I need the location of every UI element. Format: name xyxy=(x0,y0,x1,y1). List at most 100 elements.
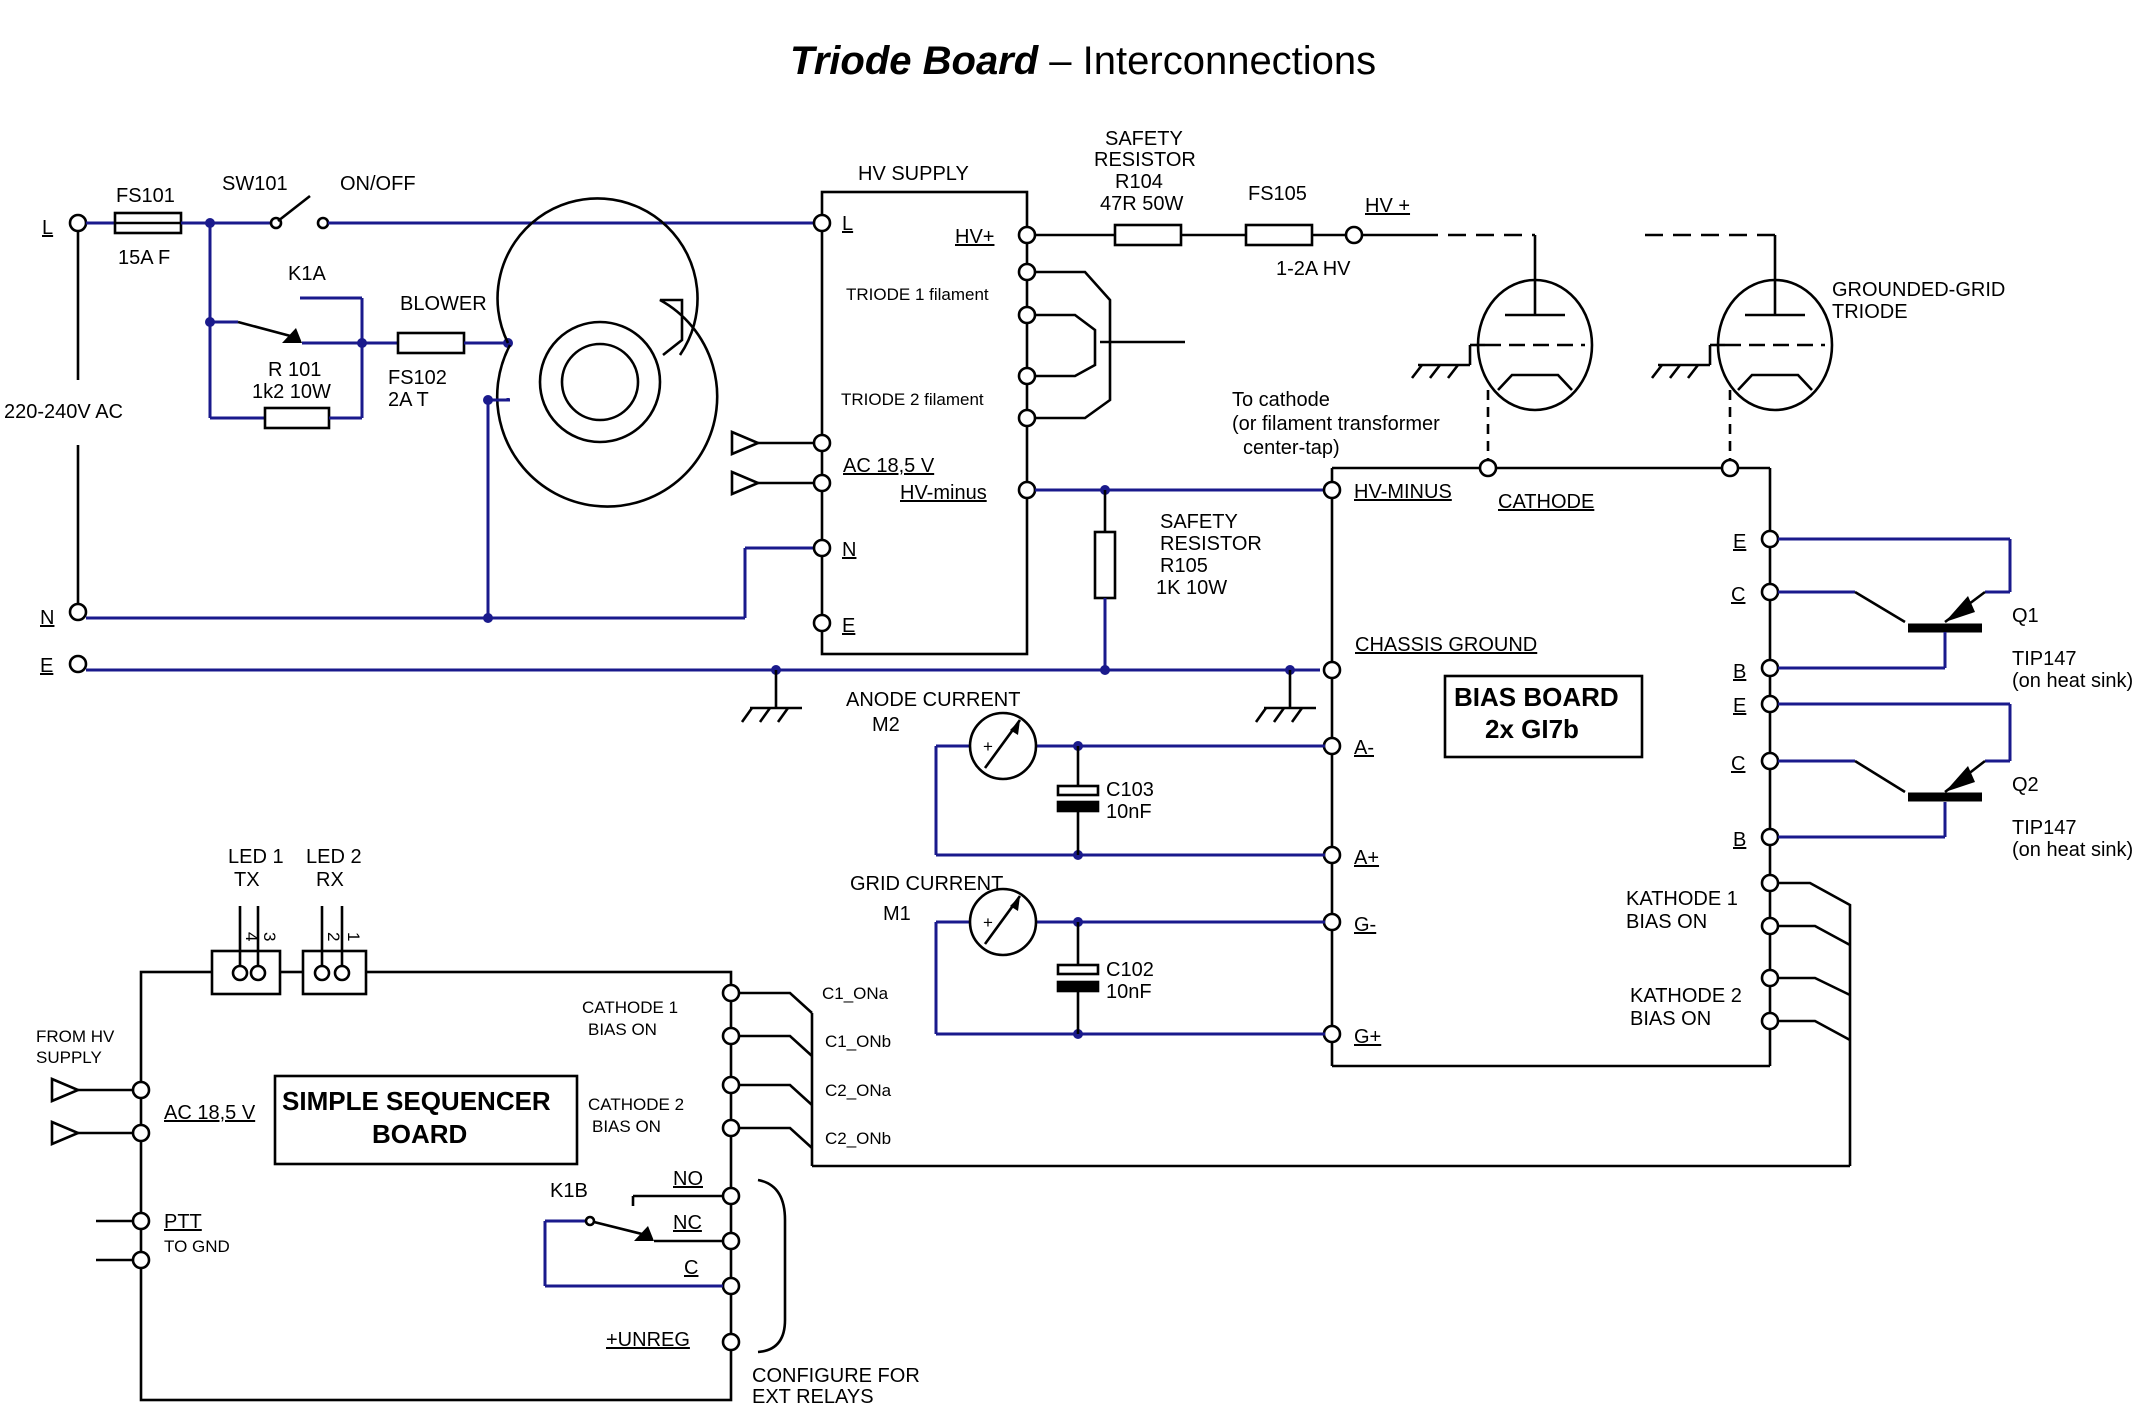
c102-label: C102 xyxy=(1106,959,1154,981)
resistor-r104 xyxy=(1113,223,1183,247)
seq-c2-onb: C2_ONb xyxy=(825,1129,891,1148)
anode-current-meter: + xyxy=(934,711,1325,860)
sequencer-name-2: BOARD xyxy=(372,1119,467,1149)
hv-supply-triode1: TRIODE 1 filament xyxy=(846,285,989,304)
seq-c1-ona: C1_ONa xyxy=(822,984,889,1003)
led2-pin2: 2 xyxy=(324,932,343,941)
hv-supply-e: E xyxy=(842,615,855,637)
q1-type: TIP147 xyxy=(2012,648,2076,670)
resistor-r105 xyxy=(1093,530,1117,600)
sw101-label: SW101 xyxy=(222,173,288,195)
fuse-fs102 xyxy=(396,331,466,355)
seq-ac-connector-1 xyxy=(50,1077,82,1103)
mains-e-label: E xyxy=(40,655,53,677)
triode-tube-2 xyxy=(1650,235,1834,468)
bias-a-minus: A- xyxy=(1354,737,1374,759)
sequencer-name-1: SIMPLE SEQUENCER xyxy=(282,1086,551,1116)
terminal-l xyxy=(68,213,88,233)
mains-n-label: N xyxy=(40,607,54,629)
c103-label: C103 xyxy=(1106,779,1154,801)
led1-pin3: 3 xyxy=(260,932,279,941)
mains-voltage-label: 220-240V AC xyxy=(4,401,123,423)
anode-current-label: ANODE CURRENT xyxy=(846,689,1020,711)
led2-label: LED 2 xyxy=(306,846,362,868)
bias-q2-c: C xyxy=(1731,753,1745,775)
bias-board-name-2: 2x GI7b xyxy=(1485,714,1579,744)
seq-c-label: C xyxy=(684,1257,698,1279)
bias-g-plus: G+ xyxy=(1354,1026,1381,1048)
relay-contact-k1b xyxy=(589,1219,651,1238)
cathode-note-2: (or filament transformer xyxy=(1232,413,1440,435)
fs105-value: 1-2A HV xyxy=(1276,258,1351,280)
bias-kathode1-bias: BIAS ON xyxy=(1626,911,1707,933)
seq-config-1: CONFIGURE FOR xyxy=(752,1365,920,1387)
seq-config-2: EXT RELAYS xyxy=(752,1386,874,1404)
r104-label-2: RESISTOR xyxy=(1094,149,1196,171)
m2-label: M2 xyxy=(872,714,900,736)
hv-supply-hvminus: HV-minus xyxy=(900,482,987,504)
resistor-r101 xyxy=(263,406,331,430)
tube-label-2: TRIODE xyxy=(1832,301,1908,323)
led1-tx: TX xyxy=(234,869,260,891)
fs101-value: 15A F xyxy=(118,247,170,269)
bias-q2-e: E xyxy=(1733,695,1746,717)
mains-l-label: L xyxy=(42,217,53,239)
seq-from-hv-1: FROM HV xyxy=(36,1027,115,1046)
hv-supply-triode2: TRIODE 2 filament xyxy=(841,390,984,409)
bias-g-minus: G- xyxy=(1354,914,1376,936)
seq-c2-ona: C2_ONa xyxy=(825,1081,892,1100)
ac-input-connector-2 xyxy=(730,470,762,496)
k1a-label: K1A xyxy=(288,263,326,285)
hv-supply-hvplus: HV+ xyxy=(955,226,994,248)
hv-out-label: HV + xyxy=(1365,195,1410,217)
bias-q1-b: B xyxy=(1733,661,1746,683)
svg-text:+: + xyxy=(983,913,993,932)
terminal-e xyxy=(68,654,88,674)
seq-cathode1: CATHODE 1 xyxy=(582,998,678,1017)
seq-ac-connector-2 xyxy=(50,1120,82,1146)
seq-k1b-label: K1B xyxy=(550,1180,588,1202)
q1-name: Q1 xyxy=(2012,605,2039,627)
cathode-note-1: To cathode xyxy=(1232,389,1330,411)
fs102-label: FS102 xyxy=(388,367,447,389)
grid-current-label: GRID CURRENT xyxy=(850,873,1003,895)
q2-name: Q2 xyxy=(2012,774,2039,796)
bias-a-plus: A+ xyxy=(1354,847,1379,869)
q2-note: (on heat sink) xyxy=(2012,839,2133,861)
hv-supply-l: L xyxy=(842,213,853,235)
bias-board-name-1: BIAS BOARD xyxy=(1454,682,1619,712)
bias-hvminus: HV-MINUS xyxy=(1354,481,1452,503)
grid-current-meter: + xyxy=(934,887,1325,1039)
q1-note: (on heat sink) xyxy=(2012,670,2133,692)
c102-value: 10nF xyxy=(1106,981,1152,1003)
terminal-hv-plus xyxy=(1344,225,1364,245)
hv-supply-module: HV SUPPLY L N E AC 18,5 V HV+ TRIODE 1 f… xyxy=(812,163,1037,656)
q2-type: TIP147 xyxy=(2012,817,2076,839)
seq-ac-label: AC 18,5 V xyxy=(164,1102,256,1124)
led1-pin4: 4 xyxy=(242,932,261,941)
r101-label: R 101 xyxy=(268,359,321,381)
relay-contact-k1a xyxy=(237,320,299,340)
bias-kathode1: KATHODE 1 xyxy=(1626,888,1738,910)
seq-c1-onb: C1_ONb xyxy=(825,1032,891,1051)
mains-input: L N E 220-240V AC xyxy=(4,213,123,677)
sequencer-board-module: SIMPLE SEQUENCER BOARD LED 1 TX LED 2 RX… xyxy=(36,846,741,1402)
tube-label-1: GROUNDED-GRID xyxy=(1832,279,2005,301)
seq-to-gnd-label: TO GND xyxy=(164,1237,230,1256)
seq-ptt-label: PTT xyxy=(164,1211,202,1233)
seq-unreg-label: +UNREG xyxy=(606,1329,690,1351)
led2-rx: RX xyxy=(316,869,344,891)
bias-cathode: CATHODE xyxy=(1498,491,1594,513)
seq-no-label: NO xyxy=(673,1168,703,1190)
m1-label: M1 xyxy=(883,903,911,925)
c103-value: 10nF xyxy=(1106,801,1152,823)
r105-label-4: 1K 10W xyxy=(1156,577,1227,599)
hv-supply-n: N xyxy=(842,539,856,561)
r104-label-1: SAFETY xyxy=(1105,128,1183,150)
seq-cathode2: CATHODE 2 xyxy=(588,1095,684,1114)
seq-nc-label: NC xyxy=(673,1212,702,1234)
led1-label: LED 1 xyxy=(228,846,284,868)
bias-chassis: CHASSIS GROUND xyxy=(1355,634,1537,656)
